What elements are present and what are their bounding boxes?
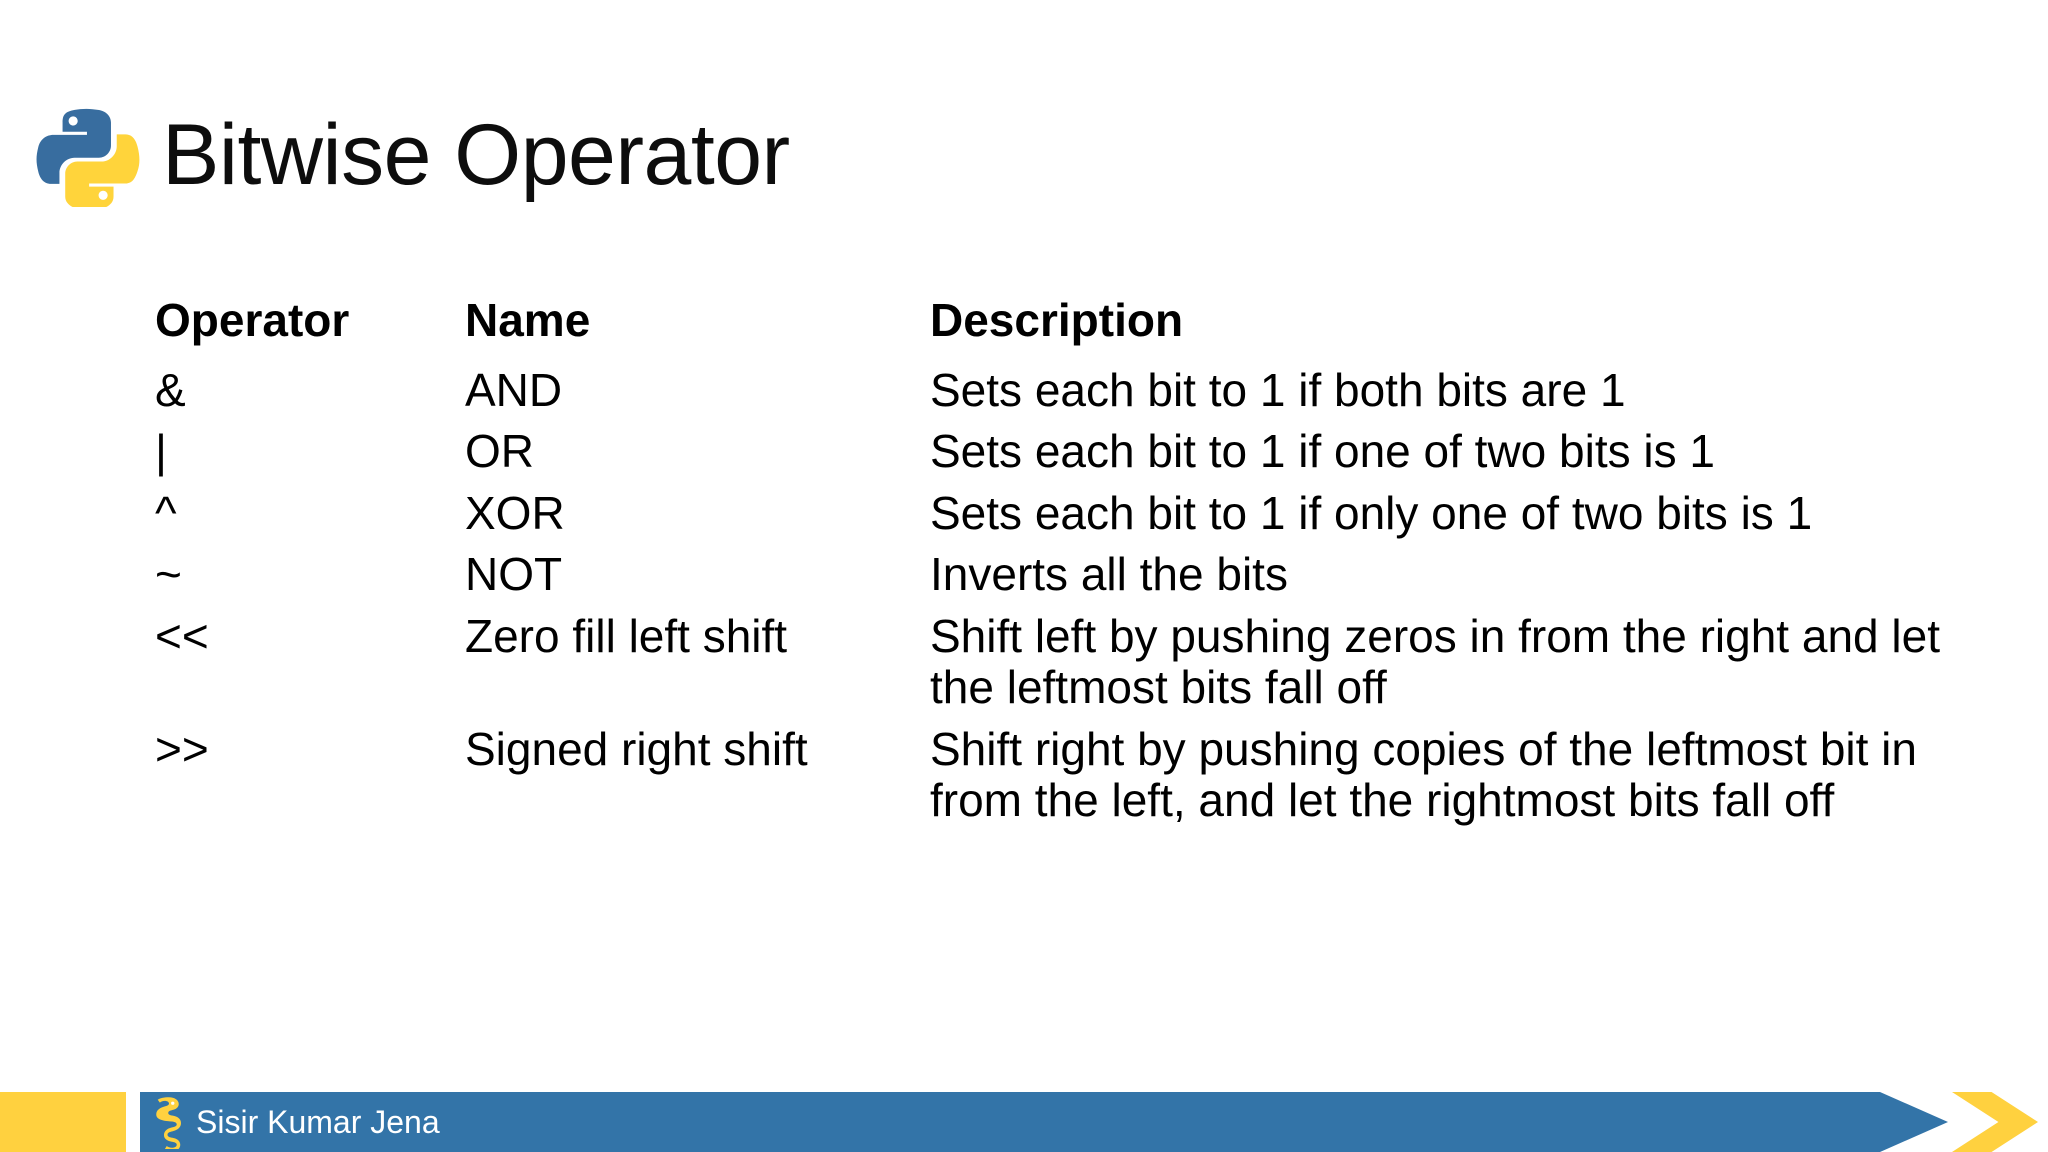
footer-author-name: Sisir Kumar Jena (196, 1103, 440, 1140)
cell-description: Inverts all the bits (930, 548, 1288, 601)
cell-operator: << (155, 609, 209, 662)
python-logo-icon (36, 108, 140, 207)
cell-name: NOT (465, 548, 563, 601)
table-row: << Zero fill left shift Shift left by pu… (155, 609, 1955, 722)
page-title: Bitwise Operator (162, 107, 790, 203)
cell-description: Sets each bit to 1 if only one of two bi… (930, 486, 1813, 539)
footer-bar: Sisir Kumar Jena (140, 1092, 2048, 1152)
table-row: ^ XOR Sets each bit to 1 if only one of … (155, 486, 1955, 548)
cell-description: Shift left by pushing zeros in from the … (930, 609, 1940, 714)
cell-name: XOR (465, 486, 565, 539)
cell-description: Sets each bit to 1 if both bits are 1 (930, 363, 1626, 416)
column-header-description: Description (930, 294, 1184, 346)
slide-footer: Sisir Kumar Jena (0, 1086, 2048, 1152)
table-row: | OR Sets each bit to 1 if one of two bi… (155, 424, 1955, 486)
bitwise-operator-table: Operator Name Description & AND Sets eac… (155, 294, 1955, 835)
table-header-row: Operator Name Description (155, 294, 1955, 363)
cell-operator: & (155, 363, 186, 416)
snake-logo-icon (154, 1095, 184, 1149)
slide-header: Bitwise Operator (36, 100, 790, 210)
cell-operator: ~ (155, 548, 182, 601)
cell-name: AND (465, 363, 563, 416)
cell-description: Shift right by pushing copies of the lef… (930, 722, 1917, 827)
cell-description: Sets each bit to 1 if one of two bits is… (930, 425, 1715, 478)
cell-name: Zero fill left shift (465, 609, 788, 662)
table-row: ~ NOT Inverts all the bits (155, 547, 1955, 609)
cell-name: OR (465, 425, 534, 478)
footer-accent-block (0, 1092, 126, 1152)
column-header-operator: Operator (155, 294, 350, 346)
column-header-name: Name (465, 294, 591, 346)
table-row: >> Signed right shift Shift right by pus… (155, 722, 1955, 835)
table-row: & AND Sets each bit to 1 if both bits ar… (155, 363, 1955, 425)
cell-operator: ^ (155, 486, 177, 539)
table-body: & AND Sets each bit to 1 if both bits ar… (155, 363, 1955, 835)
cell-operator: >> (155, 722, 209, 775)
cell-operator: | (155, 425, 167, 478)
chevron-right-icon (1952, 1092, 2038, 1152)
cell-name: Signed right shift (465, 722, 808, 775)
